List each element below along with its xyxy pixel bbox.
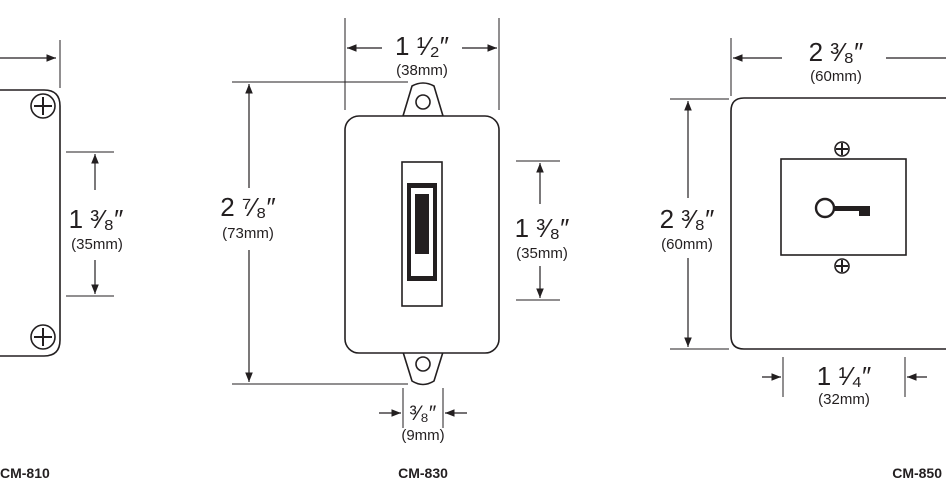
cm810-plate xyxy=(0,89,61,357)
cm830-height-inches: 2 ⁷⁄₈″ xyxy=(220,192,275,222)
cm830-switch-rocker-inner xyxy=(415,194,429,254)
cm830-top-hole xyxy=(415,94,431,110)
cm850-width-mm: (60mm) xyxy=(810,68,862,85)
screw-icon xyxy=(30,324,56,350)
cm810-height-inches: 1 ³⁄₈″ xyxy=(69,204,124,234)
model-label-cm850: CM-850 xyxy=(892,465,942,481)
screw-icon xyxy=(834,141,850,157)
cm850-height-inches: 2 ³⁄₈″ xyxy=(660,204,715,234)
cm810-drawing: 1 ³⁄₈″ (35mm) xyxy=(0,40,124,357)
cm810-height-mm: (35mm) xyxy=(71,236,123,253)
screw-icon xyxy=(834,258,850,274)
cm830-tab-inches: ³⁄₈″ xyxy=(410,402,437,425)
cm830-bottom-hole xyxy=(415,356,431,372)
screw-icon xyxy=(30,93,56,119)
cm830-switch-mm: (35mm) xyxy=(516,245,568,262)
model-label-cm830: CM-830 xyxy=(398,465,448,481)
cm850-bottom-mm: (32mm) xyxy=(818,391,870,408)
model-label-cm810: CM-810 xyxy=(0,465,50,481)
cm830-tab-mm: (9mm) xyxy=(401,427,444,444)
cm850-drawing: 2 ³⁄₈″ (60mm) 2 ³⁄₈″ (60mm) xyxy=(660,37,946,408)
cm850-height-mm: (60mm) xyxy=(661,236,713,253)
key-icon xyxy=(814,197,870,219)
cm830-width-mm: (38mm) xyxy=(396,62,448,79)
cm830-switch-inches: 1 ³⁄₈″ xyxy=(515,213,570,243)
cm830-drawing: 1 ¹⁄₂″ (38mm) 2 ⁷⁄₈″ (73mm) 1 ³⁄₈″ (35mm… xyxy=(220,18,569,444)
cm830-height-mm: (73mm) xyxy=(222,225,274,242)
cm850-bottom-inches: 1 ¹⁄₄″ xyxy=(817,361,872,391)
cm830-width-inches: 1 ¹⁄₂″ xyxy=(395,31,449,61)
cm850-width-inches: 2 ³⁄₈″ xyxy=(809,37,864,67)
